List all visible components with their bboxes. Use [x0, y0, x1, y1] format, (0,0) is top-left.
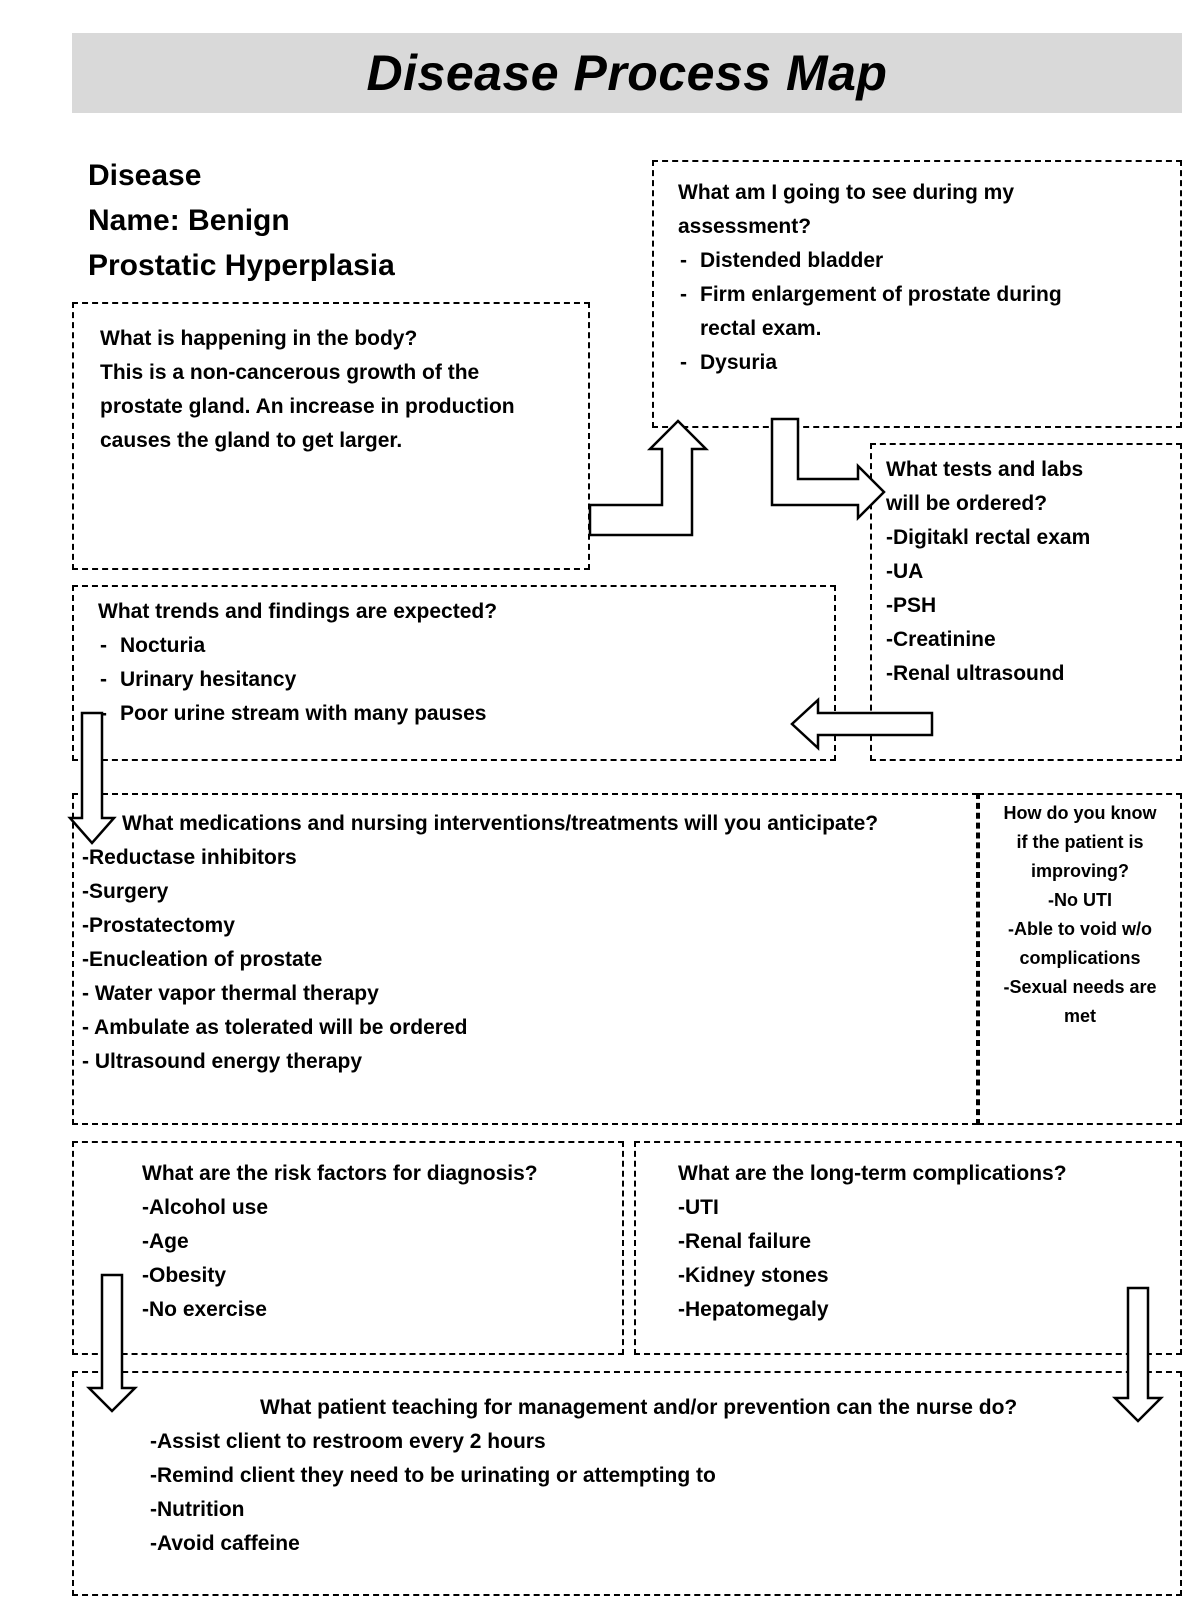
- list-item: -PSH: [886, 594, 937, 617]
- trends-box: What trends and findings are expected? N…: [72, 585, 836, 761]
- improvement-line: if the patient is: [1016, 832, 1144, 852]
- list-item: -Assist client to restroom every 2 hours: [150, 1430, 546, 1453]
- list-item: -Surgery: [82, 880, 169, 903]
- disease-name-line: Prostatic Hyperplasia: [88, 249, 395, 282]
- list-item: -Age: [142, 1230, 189, 1253]
- assessment-box: What am I going to see during my assessm…: [652, 160, 1182, 428]
- list-item: -Remind client they need to be urinating…: [150, 1464, 716, 1487]
- list-item: Dysuria: [678, 346, 1118, 380]
- list-item: - Ambulate as tolerated will be ordered: [82, 1016, 468, 1039]
- list-item: -Prostatectomy: [82, 914, 235, 937]
- list-item: -Renal failure: [678, 1230, 812, 1253]
- arrow-right-up-icon: [588, 419, 710, 537]
- risk-factors-heading: What are the risk factors for diagnosis?: [142, 1162, 538, 1185]
- list-item: -Alcohol use: [142, 1196, 269, 1219]
- trends-list: Nocturia Urinary hesitancy Poor urine st…: [98, 629, 814, 731]
- improvement-line: complications: [1019, 948, 1141, 968]
- disease-name: Disease Name: Benign Prostatic Hyperplas…: [88, 153, 488, 288]
- list-item: -Obesity: [142, 1264, 227, 1287]
- list-item: -UTI: [678, 1196, 719, 1219]
- improvement-line: improving?: [1031, 861, 1129, 881]
- improvement-line: met: [1063, 1006, 1096, 1026]
- improvement-line: -No UTI: [1048, 890, 1112, 910]
- disease-name-line: Disease: [88, 159, 202, 192]
- improvement-line: -Able to void w/o: [1008, 919, 1152, 939]
- list-item: -Creatinine: [886, 628, 996, 651]
- list-item: -Avoid caffeine: [150, 1532, 300, 1555]
- assessment-list: Distended bladder Firm enlargement of pr…: [678, 244, 1118, 380]
- list-item: -Hepatomegaly: [678, 1298, 829, 1321]
- disease-name-line: Name: Benign: [88, 204, 290, 237]
- complications-heading: What are the long-term complications?: [678, 1162, 1067, 1185]
- body-process-box: What is happening in the body? This is a…: [72, 302, 590, 570]
- trends-heading: What trends and findings are expected?: [98, 600, 498, 623]
- tests-heading: What tests and labs will be ordered?: [886, 458, 1084, 515]
- body-process-text: This is a non-cancerous growth of the pr…: [100, 361, 515, 452]
- body-process-heading: What is happening in the body?: [100, 327, 418, 350]
- list-item: -Renal ultrasound: [886, 662, 1065, 685]
- improvement-line: -Sexual needs are: [1003, 977, 1157, 997]
- tests-box: What tests and labs will be ordered? -Di…: [870, 443, 1182, 761]
- list-item: Firm enlargement of prostate during rect…: [678, 278, 1118, 346]
- list-item: Poor urine stream with many pauses: [98, 697, 814, 731]
- improvement-line: How do you know: [1003, 803, 1157, 823]
- title-bar: Disease Process Map: [72, 33, 1182, 113]
- list-item: Nocturia: [98, 629, 814, 663]
- list-item: -No exercise: [142, 1298, 267, 1321]
- arrow-down-right-icon: [770, 417, 886, 522]
- list-item: Urinary hesitancy: [98, 663, 814, 697]
- list-item: - Water vapor thermal therapy: [82, 982, 379, 1005]
- medications-box: What medications and nursing interventio…: [72, 793, 978, 1125]
- list-item: -Digitakl rectal exam: [886, 526, 1091, 549]
- risk-factors-box: What are the risk factors for diagnosis?…: [72, 1141, 624, 1355]
- improvement-box: How do you know if the patient is improv…: [978, 793, 1182, 1125]
- medications-heading: What medications and nursing interventio…: [122, 812, 879, 835]
- teaching-box: What patient teaching for management and…: [72, 1371, 1182, 1596]
- list-item: -Enucleation of prostate: [82, 948, 323, 971]
- list-item: -UA: [886, 560, 924, 583]
- list-item: - Ultrasound energy therapy: [82, 1050, 363, 1073]
- teaching-heading: What patient teaching for management and…: [260, 1396, 1018, 1419]
- list-item: -Nutrition: [150, 1498, 245, 1521]
- complications-box: What are the long-term complications? -U…: [634, 1141, 1182, 1355]
- list-item: Distended bladder: [678, 244, 1118, 278]
- list-item: -Kidney stones: [678, 1264, 829, 1287]
- list-item: -Reductase inhibitors: [82, 846, 297, 869]
- page-title: Disease Process Map: [366, 45, 888, 101]
- assessment-heading: What am I going to see during my assessm…: [678, 181, 1015, 238]
